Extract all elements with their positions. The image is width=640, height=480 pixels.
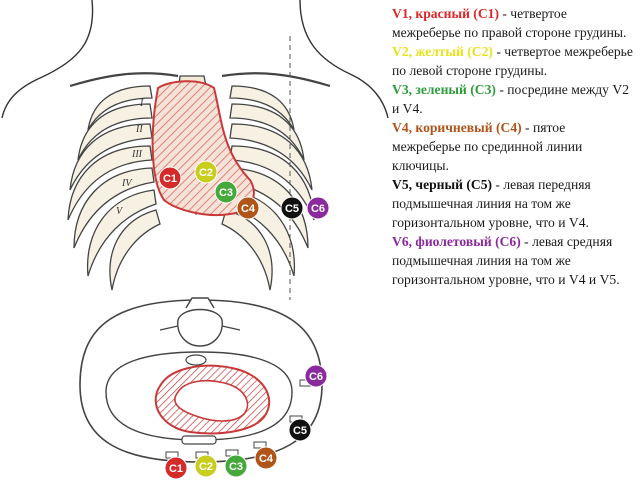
thorax-front-view: I II III IV V C1 C2 C3 C4 [1,0,389,300]
electrode-c6-label: C6 [311,203,325,215]
legend-v3-label: V3, зеленый (C3) [392,82,496,97]
legend-item-v4: V4, коричневый (C4) - пятое межреберье п… [392,118,636,175]
rib-labels: I II III IV V [116,98,144,217]
electrode-c3-section-label: C3 [229,461,243,473]
heart-section-inner [174,379,249,422]
legend-v3-text: - посредине между V2 и V4. [392,82,629,116]
section-electrodes: C1 C2 C3 C4 C5 C6 [164,364,328,480]
legend-v6-label: V6, фиолетовый (C6) [392,234,521,249]
electrode-c2-section-label: C2 [199,461,213,473]
electrode-c4-front: C4 [236,196,260,220]
legend-item-v3: V3, зеленый (C3) - посредине между V2 и … [392,80,636,118]
electrode-c5-section-label: C5 [293,425,307,437]
rib-label-3: III [131,149,143,160]
legend-v2-text: - четвертое межреберье по левой стороне … [392,44,633,78]
electrode-c5-front: C5 [280,196,304,220]
electrode-c4-section: C4 [254,446,278,470]
electrode-c2-section: C2 [194,454,218,478]
rib-label-5: V [116,206,124,217]
legend-item-v2: V2, желтый (C2) - четвертое межреберье п… [392,42,636,80]
rib-label-1: I [139,98,144,109]
electrode-c5-label: C5 [285,203,299,215]
legend-item-v6: V6, фиолетовый (C6) - левая средняя подм… [392,232,636,289]
legend-v1-text: - четвертое межреберье по правой стороне… [392,6,627,40]
electrode-c1-front: C1 [158,166,182,190]
rib-label-2: II [135,124,143,135]
thorax-cross-section: C1 C2 C3 C4 C5 C6 [79,297,328,480]
lead-placement-legend: V1, красный (C1) - четвертое межреберье … [392,4,636,289]
legend-v1-label: V1, красный (C1) [392,6,499,21]
electrode-c6-front: C6 [306,196,330,220]
electrode-c2-label: C2 [199,167,213,179]
electrode-c6-section: C6 [304,364,328,388]
rib-label-4: IV [121,178,133,189]
electrode-c3-section: C3 [224,454,248,478]
electrode-c6-section-label: C6 [309,371,323,383]
ribs-right [67,85,161,291]
torso-outline [1,0,389,119]
electrode-c3-front: C3 [214,180,238,204]
sternum-section [181,435,217,445]
legend-v5-text: - левая передняя подмышечная линия на то… [392,177,591,230]
electrode-c1-section: C1 [164,456,188,480]
vertebra [159,297,241,347]
electrode-c4-label: C4 [241,203,256,215]
legend-item-v5: V5, черный (C5) - левая передняя подмыше… [392,175,636,232]
legend-item-v1: V1, красный (C1) - четвертое межреберье … [392,4,636,42]
right-clavicle [221,72,331,88]
electrode-c1-section-label: C1 [169,463,183,475]
aorta-section [185,354,207,366]
front-electrodes: C1 C2 C3 C4 C5 C6 [158,160,330,220]
electrode-c2-front: C2 [194,160,218,184]
legend-v6-text: - левая средняя подмышечная линия на том… [392,234,620,287]
left-clavicle [69,72,179,88]
electrode-c1-label: C1 [163,173,177,185]
legend-v4-label: V4, коричневый (C4) [392,120,522,135]
legend-v4-text: - пятое межреберье по срединной линии кл… [392,120,583,173]
electrode-c5-section: C5 [288,418,312,442]
legend-v2-label: V2, желтый (C2) [392,44,493,59]
electrode-c4-section-label: C4 [259,453,274,465]
electrode-c3-label: C3 [219,187,233,199]
legend-v5-label: V5, черный (C5) [392,177,493,192]
